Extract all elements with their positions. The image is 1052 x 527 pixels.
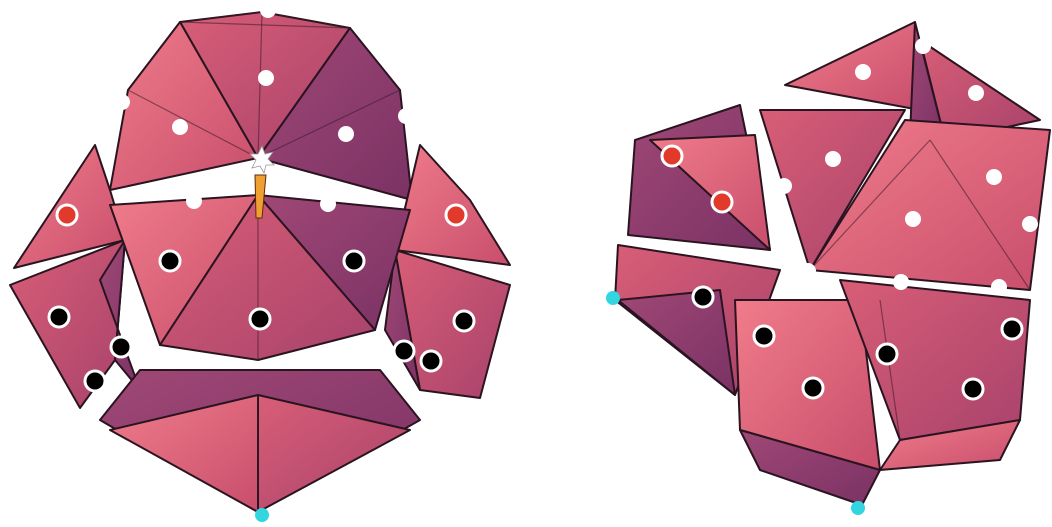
red-dot (662, 146, 682, 166)
white-dot (776, 178, 792, 194)
white-dot (172, 119, 188, 135)
red-dot (57, 205, 77, 225)
black-dot (344, 251, 364, 271)
right-cluster (606, 22, 1050, 515)
left-cluster (10, 2, 510, 522)
black-dot (421, 351, 441, 371)
red-dot (712, 192, 732, 212)
black-dot (111, 337, 131, 357)
white-dot (905, 211, 921, 227)
cyan-dot (606, 291, 620, 305)
black-dot (754, 326, 774, 346)
white-dot (258, 70, 274, 86)
black-dot (803, 378, 823, 398)
white-dot (114, 94, 130, 110)
white-dot (825, 151, 841, 167)
white-dot (338, 126, 354, 142)
cyan-dot (255, 508, 269, 522)
white-dot (855, 64, 871, 80)
black-dot (85, 371, 105, 391)
white-dot (320, 196, 336, 212)
white-dot (893, 274, 909, 290)
white-dot (968, 85, 984, 101)
white-dot (260, 2, 276, 18)
black-dot (250, 309, 270, 329)
white-dot (186, 193, 202, 209)
black-dot (877, 344, 897, 364)
cyan-dot (851, 501, 865, 515)
white-dot (991, 279, 1007, 295)
white-dot (986, 169, 1002, 185)
black-dot (693, 287, 713, 307)
black-dot (160, 251, 180, 271)
black-dot (49, 307, 69, 327)
white-dot (1022, 216, 1038, 232)
black-dot (963, 379, 983, 399)
black-dot (1002, 319, 1022, 339)
tetra-face (618, 290, 735, 395)
black-dot (454, 311, 474, 331)
black-dot (394, 341, 414, 361)
white-dot (398, 108, 414, 124)
white-dot (915, 38, 931, 54)
red-dot (446, 205, 466, 225)
white-dot (800, 263, 816, 279)
tetra-face (785, 22, 920, 110)
